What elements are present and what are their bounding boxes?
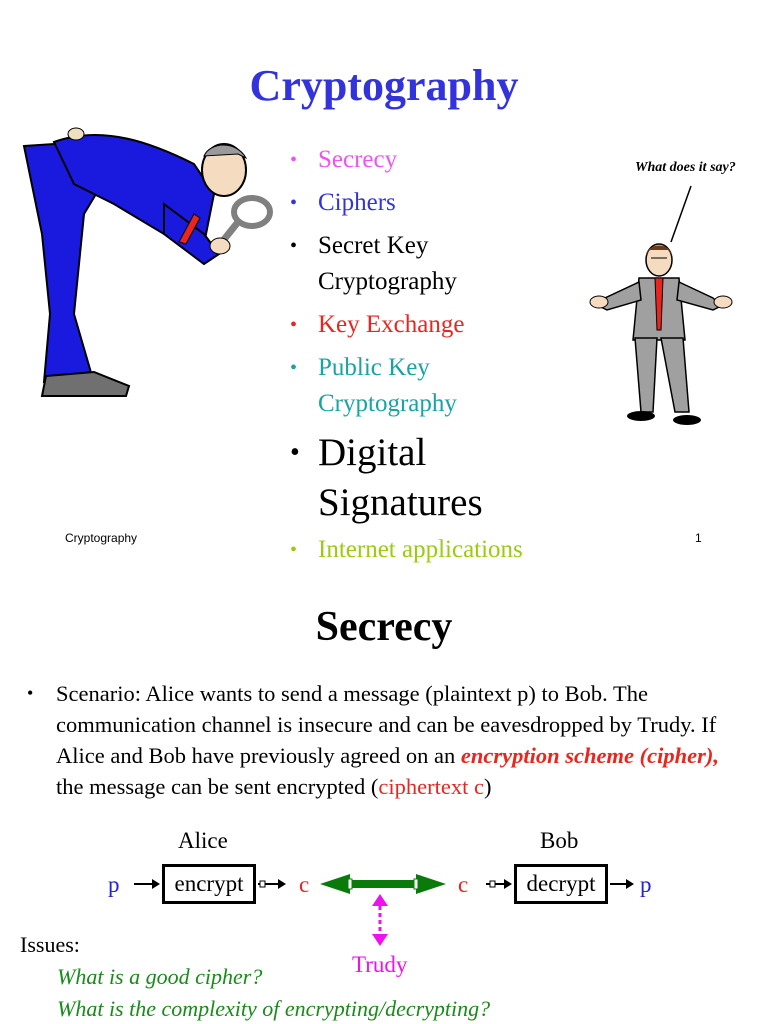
scenario-paragraph: • Scenario: Alice wants to send a messag… bbox=[27, 678, 747, 802]
detective-clipart bbox=[22, 127, 273, 397]
page-number: 1 bbox=[695, 531, 702, 545]
shrugging-man-clipart bbox=[589, 185, 733, 425]
bob-label: Bob bbox=[540, 828, 579, 853]
decrypt-box: decrypt bbox=[514, 864, 608, 904]
arrow-right-icon bbox=[258, 879, 286, 889]
list-item: •Key Exchange bbox=[290, 311, 465, 338]
issues-label: Issues: bbox=[20, 932, 80, 957]
list-item: •Secrecy bbox=[290, 146, 398, 173]
arrow-right-icon bbox=[610, 879, 634, 889]
question-item: What is a good cipher? bbox=[57, 964, 263, 989]
arrow-right-icon bbox=[134, 879, 160, 889]
slide-footer: Cryptography bbox=[65, 531, 138, 545]
bullet-icon: • bbox=[27, 683, 34, 703]
plaintext-right: p bbox=[640, 872, 652, 897]
list-item: •Internet applications bbox=[290, 536, 523, 563]
alice-label: Alice bbox=[178, 828, 228, 853]
channel-arrow bbox=[320, 874, 446, 894]
question-item: What is the complexity of encrypting/dec… bbox=[57, 996, 491, 1021]
ciphertext-left: c bbox=[299, 872, 310, 897]
slide-title: Cryptography bbox=[249, 61, 519, 110]
speech-text: What does it say? bbox=[635, 160, 736, 175]
trudy-label: Trudy bbox=[352, 952, 408, 977]
encrypt-box: encrypt bbox=[162, 864, 256, 904]
ciphertext-right: c bbox=[458, 872, 469, 897]
slide-title: Secrecy bbox=[315, 604, 453, 650]
list-item: •Ciphers bbox=[290, 189, 396, 216]
eavesdrop-arrow bbox=[372, 894, 388, 946]
plaintext-left: p bbox=[108, 872, 120, 897]
arrow-right-icon bbox=[486, 879, 512, 889]
channel-diagram bbox=[134, 874, 634, 946]
